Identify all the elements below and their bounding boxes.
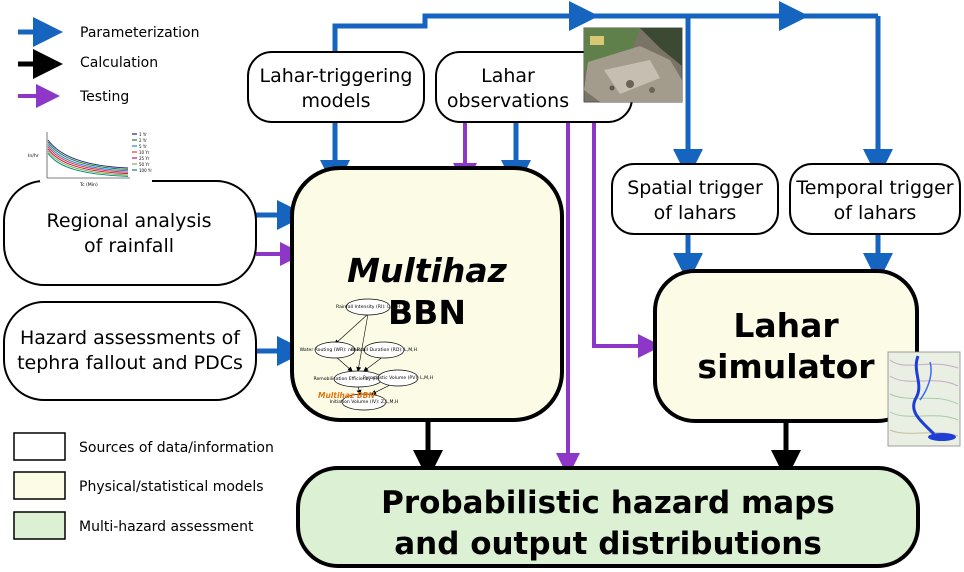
idf-legend-label: 25 Yr: [139, 156, 150, 161]
bbn-node-initiation-volume: Initiation Volume (IV): Z,L,M,H: [330, 399, 399, 405]
bbn-network-inset: Rainfall Intensity (RI): L,M,H Water Rou…: [300, 298, 433, 411]
node-multihaz-bbn: Multihaz BBN: [290, 166, 564, 422]
legend-sources-swatch: [13, 432, 66, 461]
idf-curve: [47, 146, 129, 173]
hazard-assessments-line2: tephra fallout and PDCs: [17, 352, 243, 374]
idf-curve: [47, 144, 129, 172]
idf-curve: [47, 152, 129, 177]
idf-legend-label: 1 Yr: [139, 132, 147, 137]
test-observations-to-simulator-line: [592, 115, 630, 348]
node-lahar-simulator: Lahar simulator: [653, 269, 919, 423]
bbn-node-water-routing: Water Routing (WR): not R,min: [300, 347, 371, 353]
bbn-node-remobilisation-efficiency: Remobilisation Efficiency (RE): Z,L,M,H: [313, 376, 402, 382]
bbn-inset-caption: Multihaz BBN: [318, 391, 375, 400]
idf-legend-label: 50 Yr: [139, 162, 150, 167]
legend-parameterization-label: Parameterization: [80, 25, 199, 41]
lahar-triggering-models-line2: models: [301, 90, 370, 112]
idf-legend-label: 2 Yr: [139, 138, 147, 143]
lahar-observations-line1: Lahar: [481, 65, 535, 87]
lahar-simulator-line1: Lahar: [733, 306, 839, 345]
idf-legend-label: 100 Yr: [139, 168, 152, 173]
idf-legend-label: 5 Yr: [139, 144, 147, 149]
legend: Parameterization Calculation Testing Sou…: [13, 17, 274, 540]
regional-analysis-line2: of rainfall: [84, 235, 174, 257]
idf-xlabel: Tc (Min): [79, 182, 98, 188]
node-hazard-maps: Probabilistic hazard maps and output dis…: [296, 466, 920, 568]
hazard-assessments-line1: Hazard assessments of: [20, 327, 241, 349]
idf-legend-label: 10 Yr: [139, 150, 150, 155]
idf-curves: [47, 139, 129, 177]
node-regional-analysis: Regional analysis of rainfall: [3, 180, 257, 286]
hazard-maps-line1: Probabilistic hazard maps: [381, 485, 835, 521]
legend-calculation-label: Calculation: [80, 55, 158, 71]
legend-models-label: Physical/statistical models: [79, 479, 264, 495]
bbn-node-rainfall-duration: Rainfall Duration (RD): L,M,H: [351, 347, 417, 353]
node-temporal-trigger: Temporal trigger of lahars: [789, 163, 961, 235]
hazard-maps-line2: and output distributions: [394, 526, 822, 562]
bbn-node-pyroclastic-volume: Pyroclastic Volume (PV): L,M,H: [363, 375, 433, 381]
lahar-triggering-models-line1: Lahar-triggering: [260, 65, 413, 87]
idf-curve: [47, 150, 129, 176]
temporal-trigger-line1: Temporal trigger: [795, 177, 953, 199]
node-lahar-triggering-models: Lahar-triggering models: [247, 51, 425, 123]
idf-ylabel: In/hr: [28, 153, 39, 159]
spatial-trigger-line1: Spatial trigger: [627, 177, 763, 199]
node-hazard-assessments: Hazard assessments of tephra fallout and…: [3, 301, 257, 401]
lahar-observations-line2: observations: [447, 90, 569, 112]
node-lahar-observations: Lahar observations: [435, 51, 633, 123]
spatial-trigger-line2: of lahars: [654, 202, 737, 224]
node-spatial-trigger: Spatial trigger of lahars: [611, 163, 779, 235]
idf-curve: [47, 148, 129, 175]
lahar-simulator-line2: simulator: [697, 347, 875, 386]
lahar-photo: [583, 27, 683, 103]
legend-multihazard-label: Multi-hazard assessment: [79, 519, 254, 535]
temporal-trigger-line2: of lahars: [834, 202, 917, 224]
legend-sources-label: Sources of data/information: [79, 440, 274, 456]
regional-analysis-line1: Regional analysis: [47, 210, 212, 232]
idf-curve: [47, 141, 129, 170]
idf-curve: [47, 139, 129, 169]
multihaz-bbn-line2: BBN: [388, 293, 466, 332]
legend-models-swatch: [13, 471, 66, 500]
multihaz-bbn-line1: Multihaz: [347, 251, 507, 290]
legend-testing-label: Testing: [79, 89, 129, 105]
legend-multihazard-swatch: [13, 511, 66, 540]
lahar-map-thumbnail: [887, 351, 961, 447]
bbn-node-rainfall-intensity: Rainfall Intensity (RI): L,M,H: [336, 304, 400, 310]
